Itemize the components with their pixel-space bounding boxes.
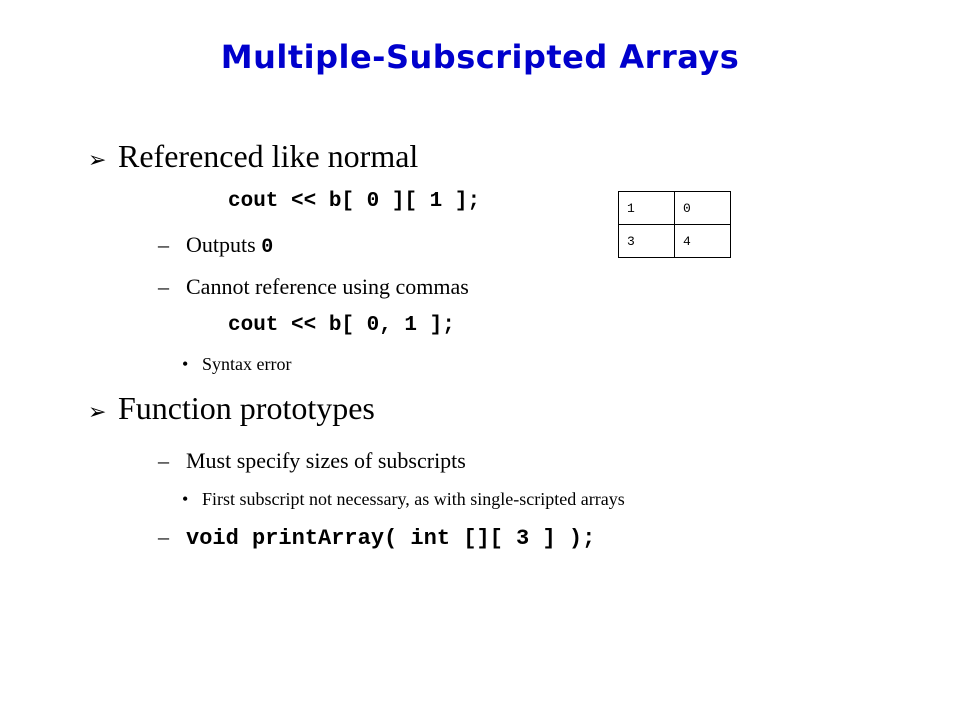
sub-must-specify: –Must specify sizes of subscripts — [158, 448, 466, 474]
arrow-bullet-icon: ➢ — [88, 400, 107, 425]
slide-title: Multiple-Subscripted Arrays — [220, 38, 740, 76]
code-comma-reference: cout << b[ 0, 1 ]; — [228, 314, 455, 337]
prototype-code: void printArray( int [][ 3 ] ); — [186, 526, 596, 551]
grid-cell: 3 — [618, 224, 675, 258]
grid-row: 1 0 — [618, 191, 731, 225]
sub-outputs-value: 0 — [261, 236, 274, 259]
bullet-function-prototypes-text: Function prototypes — [118, 390, 375, 426]
code-reference: cout << b[ 0 ][ 1 ]; — [228, 190, 481, 213]
sub-must-specify-text: Must specify sizes of subscripts — [186, 448, 466, 473]
sub-cannot-reference: –Cannot reference using commas — [158, 274, 469, 300]
point-syntax-error: • Syntax error — [182, 354, 291, 375]
grid-cell: 4 — [674, 224, 731, 258]
grid-cell: 0 — [674, 191, 731, 225]
dot-bullet: • — [182, 489, 189, 509]
arrow-bullet-icon: ➢ — [88, 148, 107, 173]
bullet-referenced: ➢ Referenced like normal — [88, 138, 418, 175]
point-syntax-error-text: Syntax error — [202, 354, 292, 374]
bullet-function-prototypes: ➢ Function prototypes — [88, 390, 375, 427]
dash-bullet: – — [158, 448, 169, 473]
dot-bullet: • — [182, 354, 189, 374]
dash-bullet: – — [158, 524, 169, 549]
point-first-subscript-text: First subscript not necessary, as with s… — [202, 489, 625, 509]
point-first-subscript: • First subscript not necessary, as with … — [182, 489, 625, 510]
sub-outputs: –Outputs 0 — [158, 232, 273, 259]
dash-bullet: – — [158, 232, 169, 257]
sub-prototype-code: –void printArray( int [][ 3 ] ); — [158, 524, 595, 551]
sub-cannot-reference-text: Cannot reference using commas — [186, 274, 469, 299]
grid-row: 3 4 — [618, 224, 731, 258]
grid-cell: 1 — [618, 191, 675, 225]
sub-outputs-text: Outputs — [186, 232, 262, 257]
array-grid: 1 0 3 4 — [618, 191, 731, 258]
dash-bullet: – — [158, 274, 169, 299]
bullet-referenced-text: Referenced like normal — [118, 138, 419, 174]
